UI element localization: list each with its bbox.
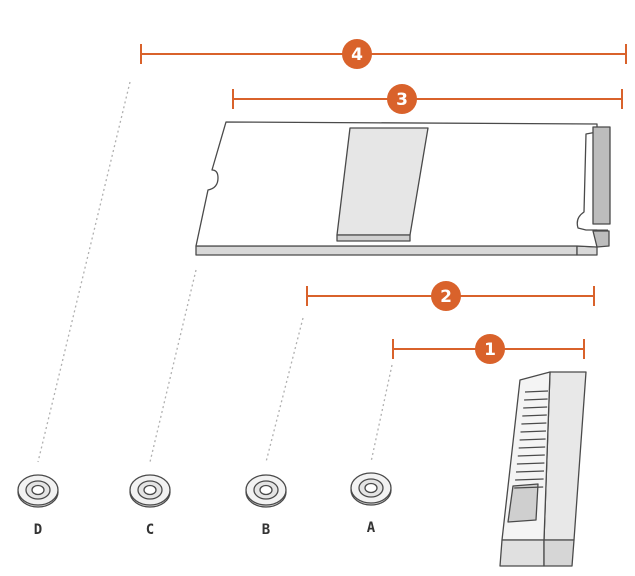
dimension-2: 2 [306, 281, 595, 311]
number-badge [431, 281, 461, 311]
standoff-d: D [17, 474, 59, 538]
number-badge [387, 84, 417, 114]
standoff-screw-icon [245, 474, 287, 508]
standoff-screw-icon [350, 472, 392, 506]
standoff-c: C [129, 474, 171, 538]
connector-pin-9 [517, 454, 545, 457]
standoff-screw-icon [129, 474, 171, 508]
guide-c [149, 269, 197, 463]
number-badge-label: 4 [351, 45, 363, 65]
standoff-a: A [350, 472, 392, 536]
connector-pin-4 [522, 414, 547, 417]
number-badge-label: 2 [440, 287, 452, 307]
standoff-b: B [245, 474, 287, 538]
connector-pin-1 [524, 390, 549, 393]
guide-d [37, 81, 131, 463]
connector-pin-5 [521, 422, 547, 425]
standoff-label: D [34, 522, 42, 538]
connector-pin-3 [523, 406, 548, 409]
standoff-label: C [146, 522, 154, 538]
dimension-1: 1 [392, 334, 585, 364]
connector-pin-6 [520, 430, 547, 433]
connector-pin-8 [518, 446, 546, 449]
guide-a [370, 364, 393, 463]
dimension-4: 4 [140, 39, 627, 69]
connector-pin-2 [524, 398, 548, 401]
connector-pin-10 [516, 462, 545, 465]
connector-pins [514, 390, 549, 489]
alignment-guides [37, 81, 393, 463]
number-badge [475, 334, 505, 364]
standoff-screw-icon [17, 474, 59, 508]
connector-pin-13 [514, 486, 544, 489]
standoff-label: A [367, 520, 376, 536]
number-badge [342, 39, 372, 69]
number-badge-label: 3 [396, 90, 408, 110]
m2-ssd-card-icon [195, 121, 611, 256]
connector-pin-12 [515, 478, 544, 481]
number-badge-label: 1 [484, 340, 496, 360]
connector-pin-7 [519, 438, 546, 441]
standoff-label: B [262, 522, 270, 538]
dimension-3: 3 [232, 84, 623, 114]
connector-pin-11 [515, 470, 545, 473]
dimension-lines: 4 3 2 1 [140, 39, 627, 364]
guide-b [265, 317, 304, 463]
m2-slot-connector-icon [499, 371, 587, 567]
